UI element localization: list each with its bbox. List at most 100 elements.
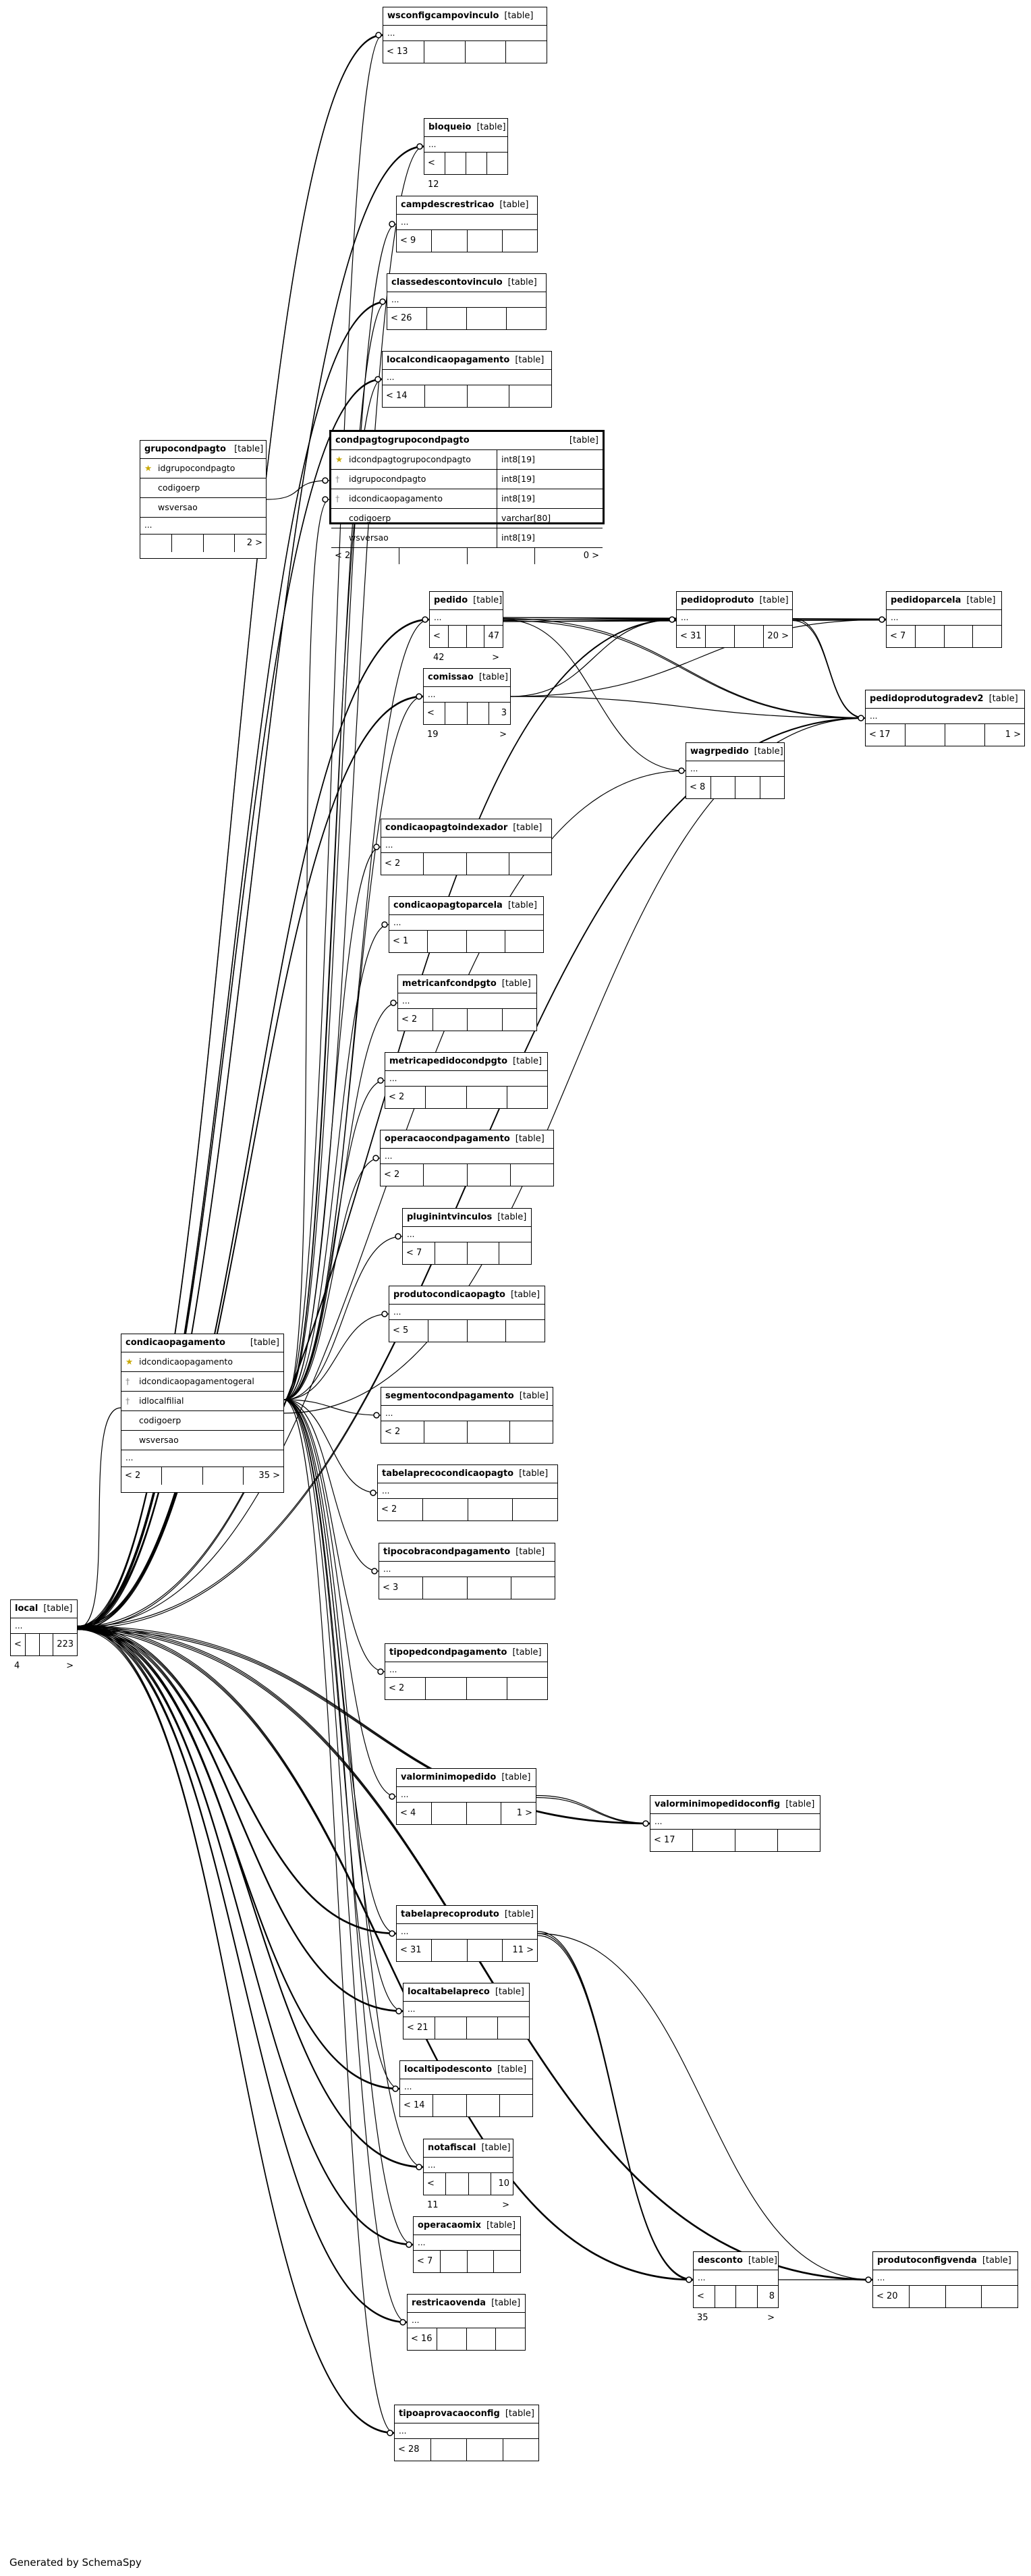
table-kind: [table] <box>759 595 789 605</box>
table-restricaovenda[interactable]: restricaovenda[table]...< 16 <box>407 2294 526 2351</box>
table-segmentocondpagamento[interactable]: segmentocondpagamento[table]...< 2 <box>381 1387 553 1444</box>
relationship-marker <box>686 2276 692 2283</box>
table-footer: < 9 <box>397 230 537 252</box>
column-row[interactable]: ★idcondicaopagamento <box>121 1352 283 1372</box>
table-condicaopagtoparcela[interactable]: condicaopagtoparcela[table]...< 1 <box>389 896 544 953</box>
relationship-line <box>283 1399 379 1572</box>
column-row[interactable]: codigoerp <box>140 478 266 498</box>
table-wsconfigcampovinculo[interactable]: wsconfigcampovinculo[table]...< 13 <box>383 7 547 63</box>
table-metricapedidocondpgto[interactable]: metricapedidocondpgto[table]...< 2 <box>385 1052 548 1109</box>
table-footer: < 28 <box>395 2439 538 2461</box>
relationship-marker <box>678 767 685 774</box>
table-tabelaprecocondicaopagto[interactable]: tabelaprecocondicaopagto[table]...< 2 <box>377 1464 558 1521</box>
table-footer: < 2 <box>398 1009 536 1031</box>
table-kind: [table] <box>982 2255 1011 2266</box>
table-grupocondpagto[interactable]: grupocondpagto [table] ★idgrupocondpagto… <box>140 440 267 559</box>
more-columns: ... <box>866 709 1024 724</box>
table-tipocobracondpagamento[interactable]: tipocobracondpagamento[table]...< 3 <box>379 1543 555 1599</box>
relationship-line <box>283 34 383 1400</box>
relationship-marker <box>389 221 395 227</box>
table-condicaopagtoindexador[interactable]: condicaopagtoindexador[table]...< 2 <box>381 819 552 875</box>
table-pedidoparcela[interactable]: pedidoparcela[table]...< 7 <box>886 591 1002 648</box>
relationship-marker <box>379 298 386 305</box>
table-valorminimopedidoconfig[interactable]: valorminimopedidoconfig[table]...< 17 <box>650 1795 820 1852</box>
more-columns: ... <box>121 1450 283 1467</box>
table-localtipodesconto[interactable]: localtipodesconto[table]...< 14 <box>399 2060 533 2117</box>
table-localtabelapreco[interactable]: localtabelapreco[table]...< 21 <box>403 1983 530 2039</box>
table-header: restricaovenda[table] <box>408 2295 525 2313</box>
table-produtocondicaopagto[interactable]: produtocondicaopagto[table]...< 5 <box>389 1286 545 1342</box>
table-localcondicaopagamento[interactable]: localcondicaopagamento[table]...< 14 <box>382 351 552 408</box>
column-row[interactable]: wsversao <box>121 1431 283 1450</box>
column-type: int8[19] <box>497 528 535 547</box>
more-columns: ... <box>381 1406 553 1421</box>
child-count: 2 > <box>246 538 262 548</box>
column-name: idcondicaopagamentogeral <box>139 1376 254 1386</box>
table-produtoconfigvenda[interactable]: produtoconfigvenda[table]...< 20 <box>872 2251 1018 2308</box>
column-row[interactable]: †idlocalfilial <box>121 1392 283 1411</box>
table-tipopedcondpagamento[interactable]: tipopedcondpagamento[table]...< 2 <box>385 1643 548 1700</box>
table-header: condicaopagtoindexador[table] <box>381 819 551 838</box>
parent-count: < 7 <box>414 2251 441 2272</box>
table-campdescrestricao[interactable]: campdescrestricao[table]...< 9 <box>396 196 538 252</box>
table-header: campdescrestricao[table] <box>397 196 537 215</box>
table-footer: 2 > <box>140 535 266 552</box>
relationship-marker <box>858 715 864 721</box>
column-row[interactable]: codigoerp <box>121 1411 283 1431</box>
table-tipoaprovacaoconfig[interactable]: tipoaprovacaoconfig[table]...< 28 <box>394 2405 539 2461</box>
table-footer: < 17 <box>650 1830 820 1851</box>
table-name: tipocobracondpagamento <box>383 1547 511 1557</box>
relationship-line <box>283 924 389 1400</box>
child-count <box>513 1499 557 1520</box>
column-row[interactable]: ★idgrupocondpagto <box>140 459 266 478</box>
more-columns: ... <box>378 1483 557 1499</box>
table-name: pedidoproduto <box>681 595 754 605</box>
table-kind: [table] <box>234 444 264 454</box>
table-header: classedescontovinculo[table] <box>387 274 546 292</box>
relationship-marker <box>377 1668 384 1675</box>
parent-count <box>140 535 172 552</box>
table-name: pedidoprodutogradev2 <box>870 694 984 704</box>
table-metricanfcondpgto[interactable]: metricanfcondpgto[table]...< 2 <box>397 975 537 1031</box>
parent-count: < 2 <box>121 1467 163 1485</box>
relationship-line <box>283 1399 403 2012</box>
table-condicaopagamento[interactable]: condicaopagamento [table] ★idcondicaopag… <box>121 1334 284 1493</box>
table-classedescontovinculo[interactable]: classedescontovinculo[table]...< 26 <box>387 273 547 330</box>
table-operacaomix[interactable]: operacaomix[table]...< 7 <box>413 2216 521 2273</box>
more-columns: ... <box>387 292 546 308</box>
relationship-marker <box>375 32 382 38</box>
table-condpagtogrupocondpagto[interactable]: condpagtogrupocondpagto [table] ★idcondp… <box>329 430 605 564</box>
table-bloqueio[interactable]: bloqueio[table]...< 12 <box>424 118 508 190</box>
child-count <box>487 153 507 174</box>
table-header: localtipodesconto[table] <box>400 2061 532 2079</box>
table-wagrpedido[interactable]: wagrpedido[table]...< 8 <box>686 742 785 799</box>
table-footer: < 7 <box>403 1242 531 1264</box>
foreign-key-icon: † <box>126 1376 130 1386</box>
table-header: condicaopagtoparcela[table] <box>389 897 543 915</box>
child-count: 1 > <box>1005 730 1021 740</box>
column-row[interactable]: † idcondicaopagamentogeral <box>121 1372 283 1392</box>
table-name: segmentocondpagamento <box>385 1391 514 1401</box>
table-name: pedido <box>434 595 468 605</box>
column-row[interactable]: wsversao <box>140 498 266 518</box>
table-kind: [table] <box>515 1134 545 1144</box>
table-operacaocondpagamento[interactable]: operacaocondpagamento[table]...< 2 <box>380 1130 554 1186</box>
table-kind: [table] <box>481 2143 511 2153</box>
table-pluginintvinculos[interactable]: pluginintvinculos[table]...< 7 <box>402 1208 532 1265</box>
